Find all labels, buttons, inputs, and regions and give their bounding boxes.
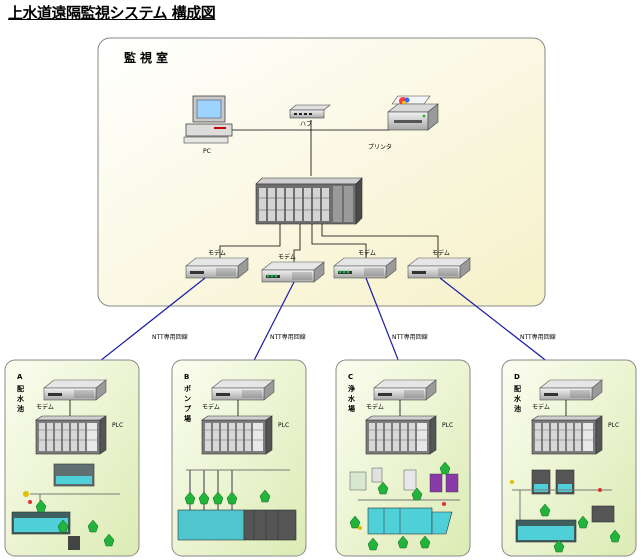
plc-icon [365, 415, 437, 455]
room-modem-label: モデム [432, 249, 450, 257]
room-modem-label: モデム [358, 249, 376, 257]
svg-text:配: 配 [514, 384, 521, 393]
site-modem-label: モデム [366, 403, 384, 411]
svg-text:場: 場 [348, 404, 355, 413]
plc-icon [35, 415, 107, 455]
plc-label: PLC [608, 422, 619, 429]
site-modem-icon [211, 379, 275, 401]
control-room-label: 監視室 [124, 50, 172, 65]
site-id: A [17, 373, 23, 381]
plc-icon [531, 415, 603, 455]
room-modem-label: モデム [208, 249, 226, 257]
page-title: 上水道遠隔監視システム 構成図 [8, 4, 216, 22]
room-modem-b-icon [262, 262, 324, 282]
svg-text:場: 場 [184, 414, 191, 423]
plc-label: PLC [278, 422, 289, 429]
svg-text:水: 水 [17, 394, 25, 403]
svg-text:池: 池 [17, 404, 24, 413]
ntt-line-label: NTT専用回線 [152, 333, 188, 341]
site-modem-label: モデム [532, 403, 550, 411]
printer-label: プリンタ [368, 143, 392, 151]
site-modem-icon [43, 379, 107, 401]
room-modem-a-icon [185, 257, 249, 279]
svg-text:ン: ン [184, 395, 191, 403]
room-modem-label: モデム [278, 253, 296, 261]
svg-text:水: 水 [348, 394, 356, 403]
pc-icon [183, 95, 233, 144]
room-modem-d-icon [407, 257, 471, 279]
svg-text:配: 配 [17, 384, 24, 393]
site-c-panel: C 浄 水 場 モデム PLC [335, 359, 471, 557]
svg-text:プ: プ [184, 404, 192, 413]
site-modem-label: モデム [202, 403, 220, 411]
pc-label: PC [203, 148, 211, 155]
hub-icon [289, 104, 331, 119]
site-b-panel: B ポ ン プ 場 モデム PLC [171, 359, 307, 557]
svg-text:水: 水 [514, 394, 522, 403]
svg-text:浄: 浄 [348, 384, 355, 393]
site-id: D [514, 373, 520, 381]
hub-label: ハブ [300, 120, 312, 128]
plc-label: PLC [112, 422, 123, 429]
site-modem-label: モデム [36, 403, 54, 411]
site-modem-icon [539, 379, 603, 401]
site-id: C [348, 373, 353, 381]
central-controller-icon [255, 177, 363, 225]
printer-icon [387, 95, 439, 131]
site-a-panel: A 配 水 池 モデム PLC [4, 359, 140, 557]
plc-label: PLC [442, 422, 453, 429]
room-modem-c-icon [334, 258, 396, 278]
site-id: B [184, 373, 189, 381]
ntt-line-label: NTT専用回線 [270, 333, 306, 341]
ntt-line-label: NTT専用回線 [520, 333, 556, 341]
plc-icon [201, 415, 273, 455]
svg-text:ポ: ポ [184, 384, 191, 393]
site-modem-icon [373, 379, 437, 401]
ntt-line-label: NTT専用回線 [392, 333, 428, 341]
svg-text:池: 池 [514, 404, 521, 413]
site-d-panel: D 配 水 池 モデム PLC [501, 359, 637, 557]
